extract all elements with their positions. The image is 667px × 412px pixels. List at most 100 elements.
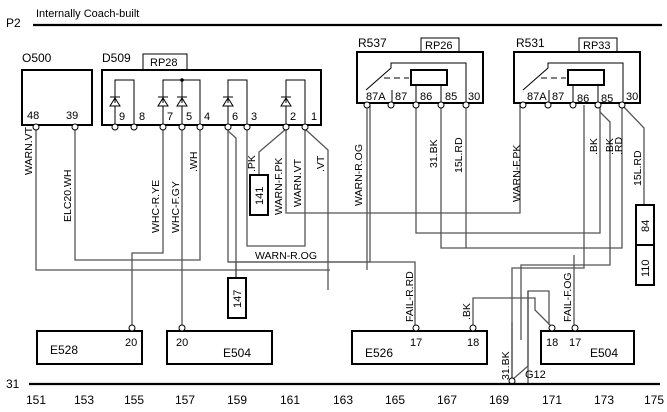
- svg-text:110: 110: [640, 259, 652, 277]
- grid-ref: 163: [333, 393, 353, 407]
- r537-ref: RP26: [425, 40, 453, 52]
- wire-elc20-wh: [74, 129, 201, 261]
- svg-text:17: 17: [410, 337, 422, 349]
- svg-text:WARN-R.OG: WARN-R.OG: [255, 250, 317, 262]
- svg-text:.BK: .BK: [588, 138, 600, 155]
- wire-pk: [258, 128, 287, 175]
- r537-pin-85: 85: [445, 91, 457, 103]
- svg-text:G12: G12: [525, 369, 546, 381]
- grid-ref: 171: [542, 393, 562, 407]
- component-e528: E528 20: [36, 324, 143, 365]
- grid-ref: 175: [644, 393, 664, 407]
- r531-pin-86: 86: [577, 93, 589, 105]
- d509-pin-1: 1: [311, 111, 317, 123]
- component-o500: O500 48 39: [21, 51, 93, 131]
- d509-ref: RP28: [150, 57, 178, 69]
- d509-pin-7: 7: [167, 111, 173, 123]
- svg-text:31.BK: 31.BK: [500, 351, 512, 380]
- d509-pin-2: 2: [290, 111, 296, 123]
- connector-147: 147: [227, 277, 247, 319]
- grid-ref: 153: [74, 393, 94, 407]
- r537-pin-86: 86: [420, 91, 432, 103]
- wire-warn-vt-48: [35, 129, 330, 271]
- r531-pin-85: 85: [601, 93, 613, 105]
- r531-pin-87a: 87A: [527, 91, 547, 103]
- d509-pin-9: 9: [119, 111, 125, 123]
- o500-pin-48: 48: [27, 110, 39, 122]
- svg-text:E526: E526: [365, 346, 393, 360]
- grid-ref: 155: [124, 393, 144, 407]
- o500-label: O500: [22, 51, 52, 65]
- svg-text:.WH: .WH: [188, 152, 200, 172]
- d509-pin-3: 3: [251, 111, 257, 123]
- svg-text:E504: E504: [223, 346, 251, 360]
- connector-141: 141: [249, 174, 269, 216]
- svg-text:WARN.VT: WARN.VT: [23, 126, 35, 175]
- r531-label: R531: [516, 36, 545, 50]
- svg-text:.RD: .RD: [613, 137, 625, 156]
- svg-text:.VT: .VT: [315, 155, 327, 172]
- svg-text:.BK: .BK: [461, 303, 473, 320]
- svg-text:WARN-F.PK: WARN-F.PK: [273, 158, 285, 215]
- d509-pin-5: 5: [186, 111, 192, 123]
- r531-pin-87: 87: [552, 91, 564, 103]
- d509-pin-6: 6: [232, 111, 238, 123]
- component-r531: R531 RP33 87A 87 86 85 30: [513, 36, 641, 109]
- grid-ref: 151: [26, 393, 46, 407]
- wire-labels: WARN.VT ELC20.WH WHC-R.YE WHC-F.GY .WH .…: [23, 126, 644, 380]
- wire-fail-r-rd: [330, 261, 416, 325]
- svg-text:WHC-F.GY: WHC-F.GY: [170, 181, 182, 233]
- svg-text:WHC-R.YE: WHC-R.YE: [150, 180, 162, 233]
- r531-pin-30: 30: [626, 91, 638, 103]
- wire-15l-rd-r531: [621, 104, 645, 205]
- grid-ref: 159: [227, 393, 247, 407]
- wire-31bk-r537: [415, 105, 601, 234]
- r531-ref: RP33: [583, 40, 611, 52]
- wire-15l-rd-r537: [440, 105, 623, 249]
- bus-bottom-label: 31: [6, 377, 20, 391]
- component-r537: R537 RP26 87A 87 86 85 30: [356, 36, 484, 109]
- svg-text:.PK: .PK: [246, 155, 258, 172]
- svg-text:20: 20: [176, 337, 188, 349]
- svg-text:WARN-R.OG: WARN-R.OG: [353, 144, 365, 206]
- grid-ref: 169: [489, 393, 509, 407]
- svg-text:FAIL-R.RD: FAIL-R.RD: [404, 271, 416, 322]
- svg-text:15L.RD: 15L.RD: [453, 137, 465, 173]
- d509-pin-4: 4: [204, 111, 210, 123]
- component-e504-right: 18 17 E504: [540, 324, 635, 365]
- svg-text:WARN.VT: WARN.VT: [292, 158, 304, 207]
- svg-text:15L.RD: 15L.RD: [632, 150, 644, 186]
- svg-text:17: 17: [569, 337, 581, 349]
- wire-bk-r531-b: [520, 105, 611, 340]
- wire-pin6: [227, 129, 237, 282]
- r537-pin-87: 87: [395, 91, 407, 103]
- ground-g12: G12: [508, 291, 546, 385]
- diagram-title: Internally Coach-built: [36, 8, 139, 20]
- r537-label: R537: [358, 36, 387, 50]
- svg-text:84: 84: [640, 220, 652, 232]
- svg-text:FAIL-F.OG: FAIL-F.OG: [562, 272, 574, 322]
- wire-warn-f-pk: [285, 105, 521, 214]
- grid-ref-row: 151 153 155 157 159 161 163 165 167 169 …: [26, 393, 664, 407]
- r537-pin-30: 30: [468, 91, 480, 103]
- component-e504-left: 20 E504: [166, 324, 273, 365]
- connector-110: 110: [635, 244, 655, 286]
- component-e526: E526 17 18: [351, 324, 488, 365]
- d509-pin-8: 8: [139, 111, 145, 123]
- grid-ref: 157: [175, 393, 195, 407]
- svg-text:ELC20.WH: ELC20.WH: [62, 169, 74, 222]
- svg-text:147: 147: [232, 290, 244, 308]
- grid-ref: 161: [280, 393, 300, 407]
- svg-text:.BK: .BK: [604, 138, 616, 155]
- svg-text:E528: E528: [50, 343, 78, 357]
- wire-pin3: [246, 129, 306, 247]
- r537-pin-87a: 87A: [366, 91, 386, 103]
- svg-text:WARN-F.PK: WARN-F.PK: [511, 145, 523, 202]
- svg-text:18: 18: [546, 337, 558, 349]
- svg-text:141: 141: [254, 187, 266, 205]
- grid-ref: 173: [594, 393, 614, 407]
- svg-text:20: 20: [125, 337, 137, 349]
- grid-ref: 167: [437, 393, 457, 407]
- grid-ref: 165: [385, 393, 405, 407]
